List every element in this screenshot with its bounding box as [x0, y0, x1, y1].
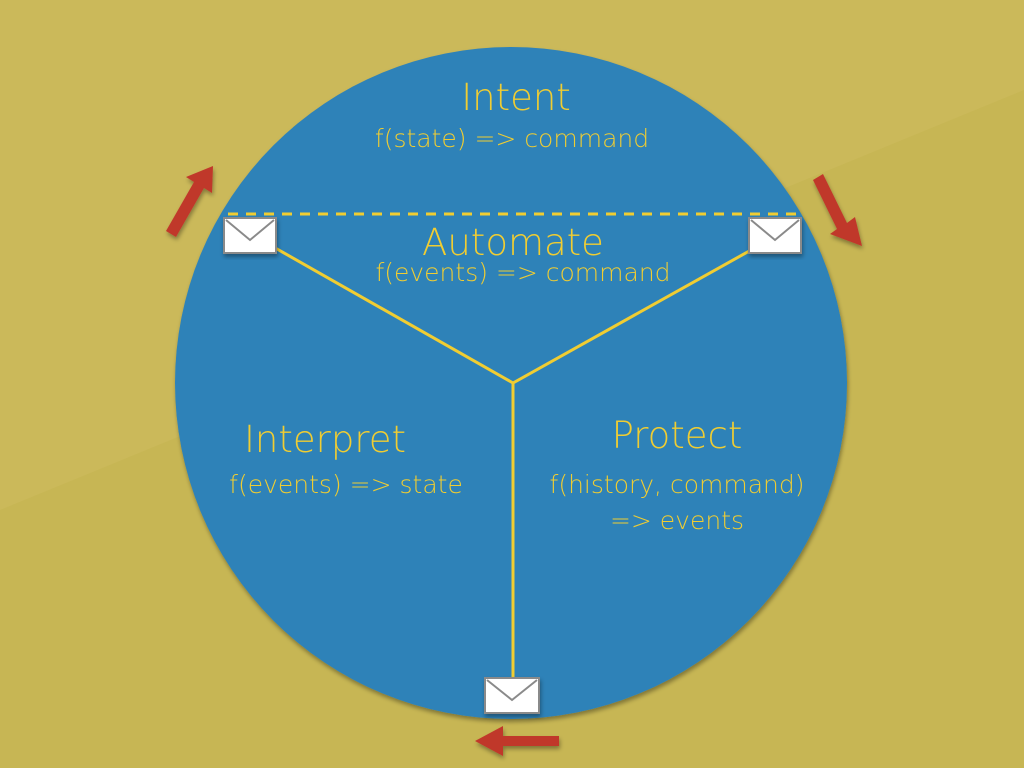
intent-formula: f(state) => command	[374, 124, 650, 153]
protect-formula-line1: f(history, command)	[549, 470, 805, 499]
envelope-icon-bottom	[484, 677, 540, 714]
intent-title: Intent	[461, 76, 571, 119]
interpret-title: Interpret	[243, 418, 406, 461]
protect-title: Protect	[611, 414, 743, 457]
arrow-left-icon	[475, 726, 559, 756]
y-divider-lines	[269, 243, 761, 700]
arrow-up-right-icon	[166, 166, 213, 237]
envelope-icon-right	[748, 217, 802, 254]
automate-title: Automate	[422, 221, 604, 264]
automate-formula: f(events) => command	[375, 258, 671, 287]
protect-formula-line2: => events	[609, 506, 745, 535]
arrow-down-right-icon	[813, 174, 862, 246]
interpret-formula: f(events) => state	[229, 470, 463, 499]
envelope-icon-left	[223, 217, 277, 254]
